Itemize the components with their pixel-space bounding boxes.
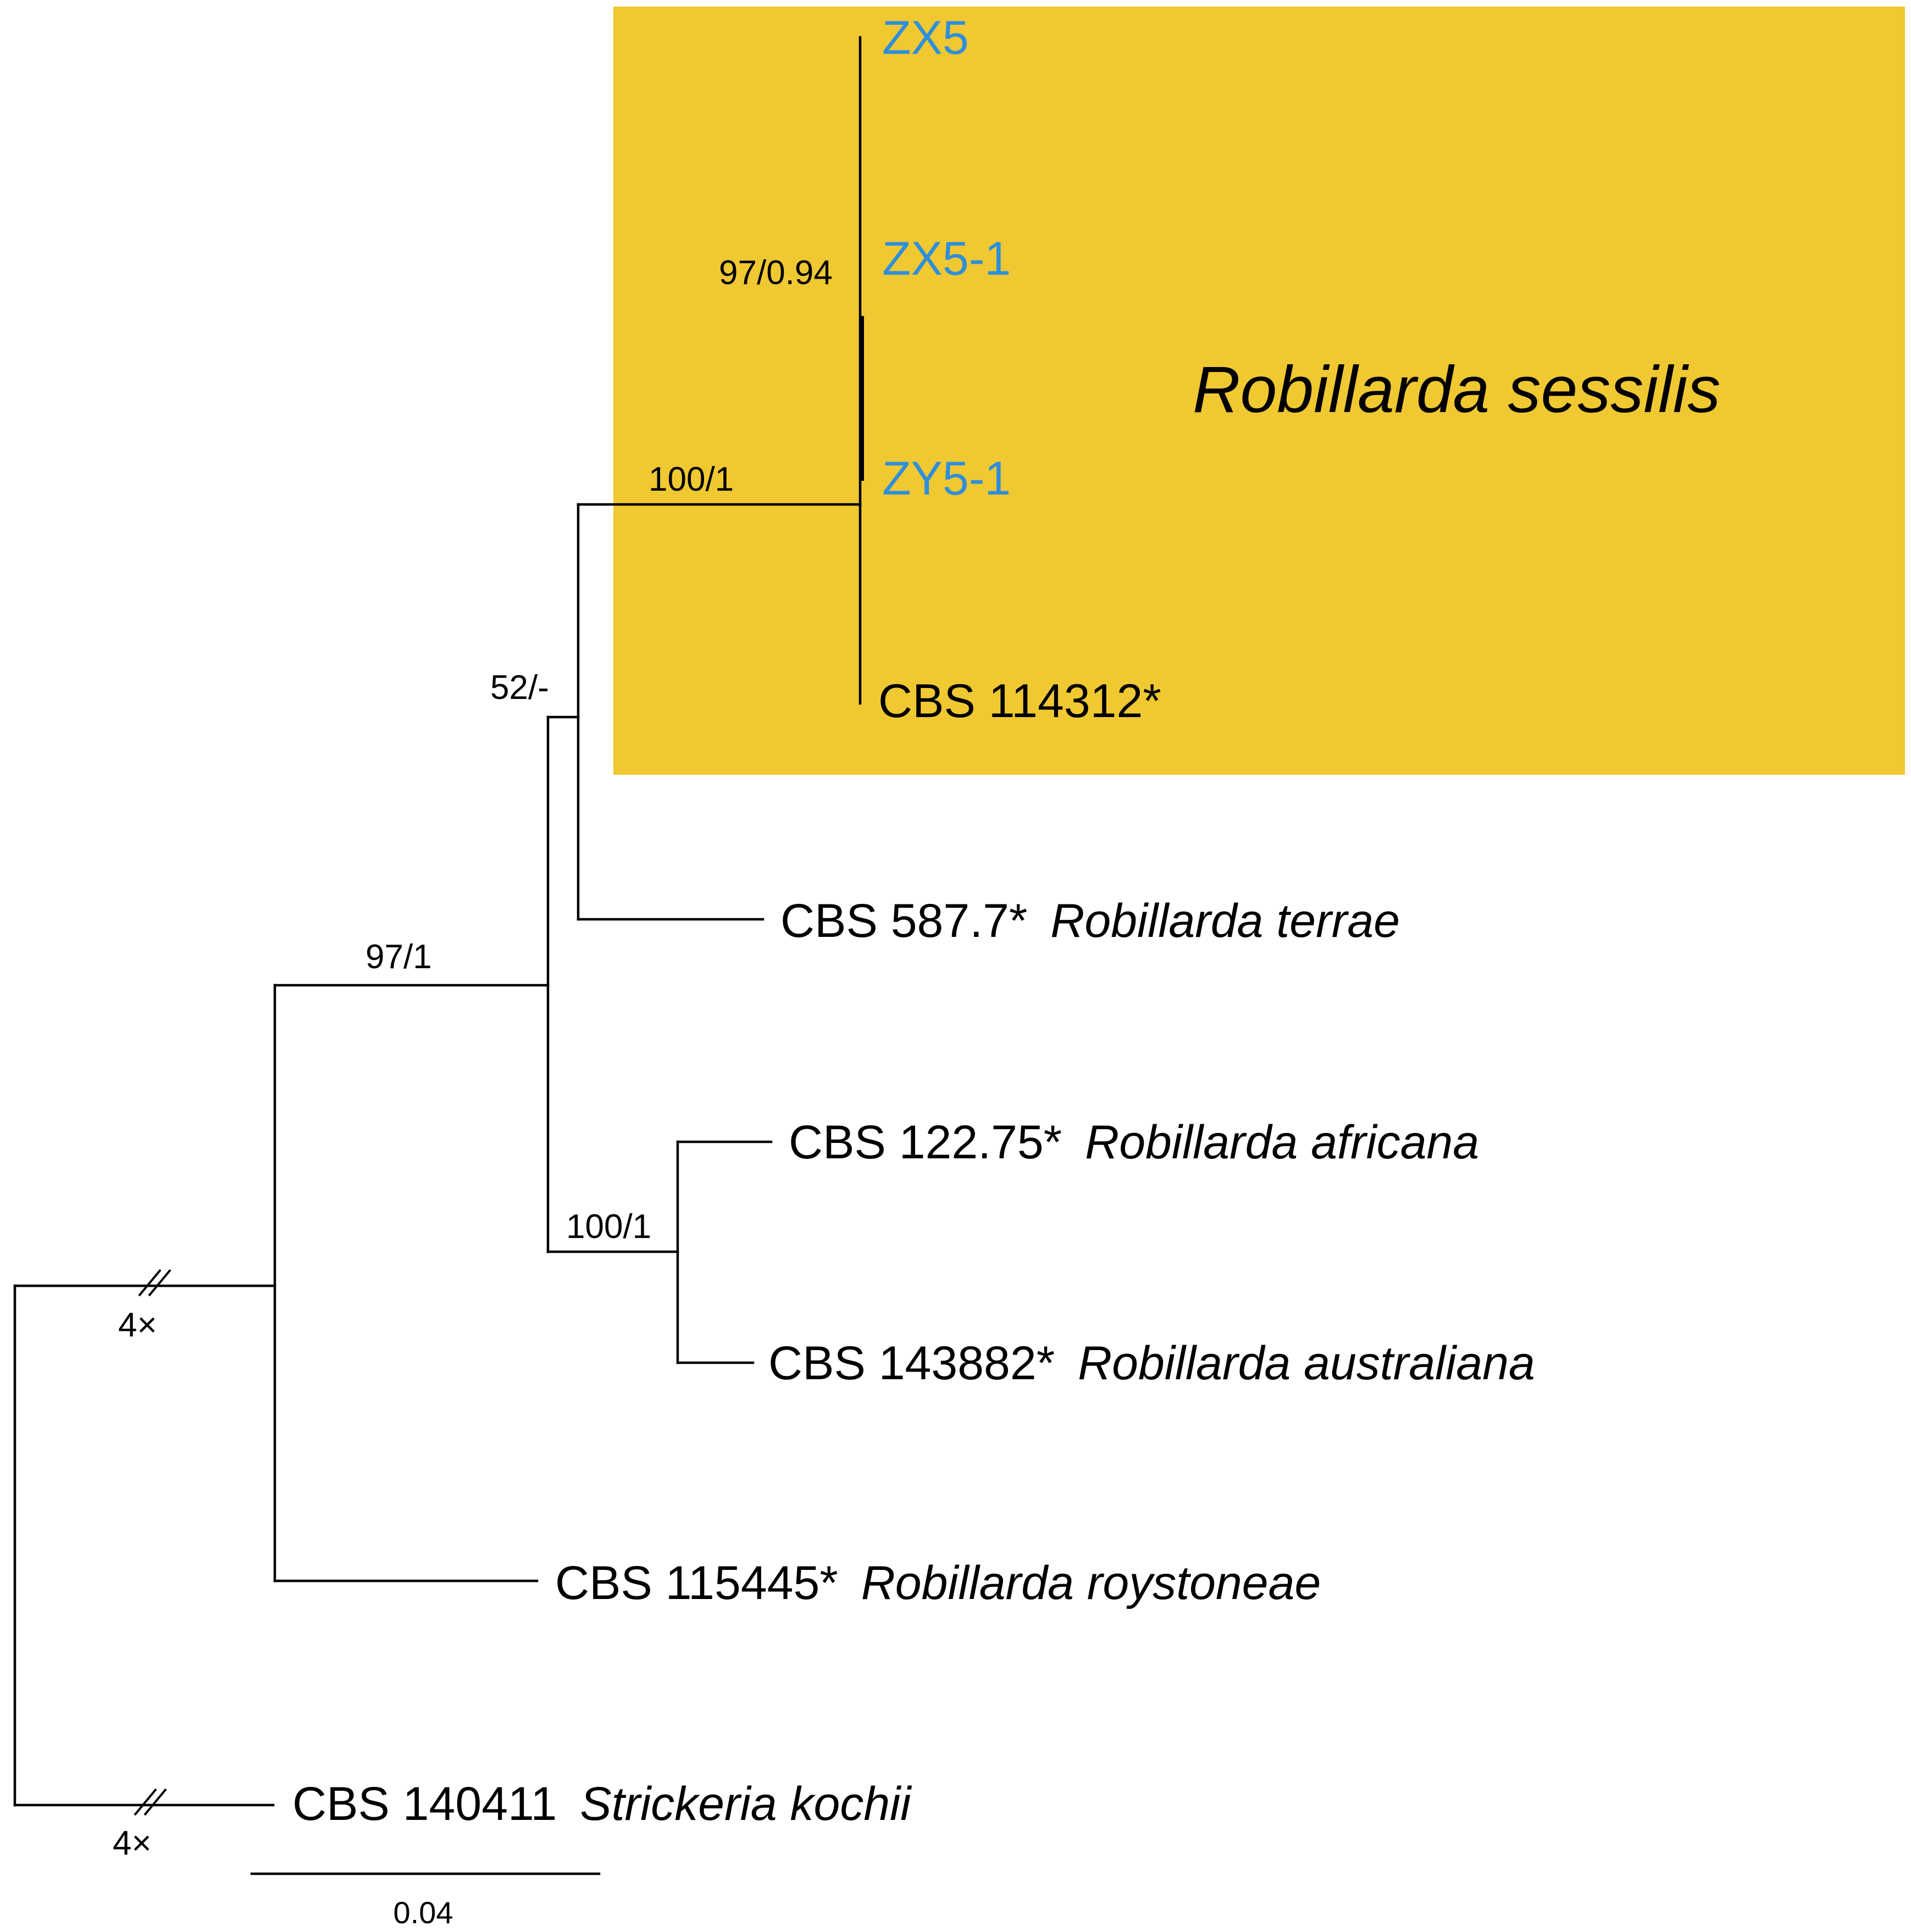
tip-species: Robillarda roystoneae bbox=[861, 1557, 1321, 1609]
tip-label-cbs-143882: CBS 143882* Robillarda australiana bbox=[768, 1337, 1535, 1390]
tip-label-zy5-1: ZY5-1 bbox=[882, 452, 1011, 505]
tip-strain: CBS 143882* bbox=[768, 1337, 1068, 1390]
clade-label: Robillarda sessilis bbox=[1193, 353, 1720, 426]
tip-species: Robillarda australiana bbox=[1078, 1337, 1535, 1390]
tip-label-zx5-1: ZX5-1 bbox=[882, 232, 1011, 285]
lower-break-label: 4× bbox=[113, 1824, 152, 1862]
tip-strain: CBS 140411 bbox=[292, 1778, 570, 1830]
tip-species: Strickeria kochii bbox=[580, 1778, 912, 1830]
tip-strain: ZY5-1 bbox=[882, 452, 1011, 505]
tip-species: Robillarda terrae bbox=[1050, 895, 1400, 947]
tip-strain: CBS 114312* bbox=[878, 675, 1161, 728]
upper-break-label: 4× bbox=[118, 1306, 157, 1344]
tip-strain: ZX5 bbox=[882, 12, 969, 64]
scale-bar-label: 0.04 bbox=[394, 1895, 453, 1930]
tip-labels: ZX5 ZX5-1 ZY5-1 CBS 114312* CBS 587.7* R… bbox=[292, 12, 1535, 1830]
support-africana-australiana: 100/1 bbox=[566, 1208, 651, 1246]
tip-label-zx5: ZX5 bbox=[882, 12, 969, 64]
scale-bar: 0.04 bbox=[250, 1872, 601, 1930]
tip-label-cbs-587-7: CBS 587.7* Robillarda terrae bbox=[780, 895, 1400, 947]
tip-strain: CBS 587.7* bbox=[780, 895, 1040, 947]
tip-species: Robillarda africana bbox=[1085, 1116, 1479, 1169]
tip-label-cbs-122-75: CBS 122.75* Robillarda africana bbox=[789, 1116, 1479, 1169]
tip-strain: ZX5-1 bbox=[882, 232, 1011, 285]
support-sessilis-terrae: 52/- bbox=[490, 669, 549, 707]
tip-strain: CBS 122.75* bbox=[789, 1116, 1075, 1169]
tip-label-cbs-140411: CBS 140411 Strickeria kochii bbox=[292, 1778, 912, 1830]
support-sessilis-inner: 97/0.94 bbox=[719, 254, 833, 292]
tip-label-cbs-114312: CBS 114312* bbox=[878, 675, 1161, 728]
upper-branch-break: 4× bbox=[118, 1269, 171, 1344]
support-sessilis-stem: 100/1 bbox=[649, 460, 734, 498]
clade-highlight-box bbox=[613, 7, 1905, 775]
tip-strain: CBS 115445* bbox=[555, 1557, 851, 1609]
tip-label-cbs-115445: CBS 115445* Robillarda roystoneae bbox=[555, 1557, 1321, 1609]
tree-branches bbox=[13, 36, 864, 1807]
support-values: 97/0.94 100/1 52/- 97/1 100/1 bbox=[365, 254, 833, 1246]
lower-branch-break: 4× bbox=[113, 1788, 167, 1862]
support-robillarda-core: 97/1 bbox=[365, 938, 432, 976]
